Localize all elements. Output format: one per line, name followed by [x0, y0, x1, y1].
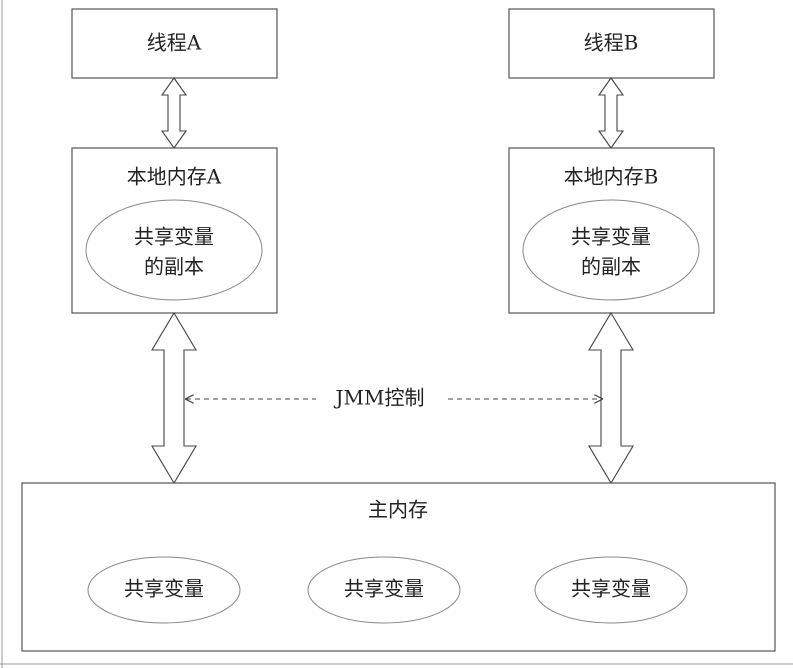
- thread-a-node: 线程A: [71, 8, 278, 79]
- local-memory-a-label: 本地内存A: [127, 165, 222, 189]
- main-shared-variable-ellipse: [307, 556, 461, 624]
- local-memory-a-node: 本地内存A 共享变量 的副本: [71, 147, 278, 314]
- local-memory-a-copy-ellipse: [85, 199, 263, 301]
- thread-b-label: 线程B: [584, 31, 639, 55]
- jmm-control-label: JMM控制: [334, 386, 425, 410]
- local-memory-b-label: 本地内存B: [564, 165, 659, 189]
- local-a-main-arrow: [151, 311, 197, 485]
- thread-a-label: 线程A: [147, 31, 202, 55]
- thread-a-local-arrow: [160, 77, 188, 149]
- local-memory-b-copy-line2: 的副本: [581, 255, 641, 279]
- thread-a-box: [71, 8, 278, 79]
- main-memory-label: 主内存: [368, 498, 428, 522]
- local-memory-a-copy-line1: 共享变量: [134, 225, 214, 249]
- local-memory-b-node: 本地内存B 共享变量 的副本: [508, 147, 715, 314]
- main-shared-variable-1: 共享变量: [124, 577, 204, 601]
- main-shared-variable-3: 共享变量: [571, 577, 651, 601]
- local-memory-b-copy-line1: 共享变量: [571, 225, 651, 249]
- main-shared-variable-2: 共享变量: [344, 577, 424, 601]
- thread-b-local-arrow: [597, 77, 625, 149]
- main-memory-node: 主内存 共享变量 共享变量 共享变量: [21, 482, 776, 652]
- local-b-main-arrow: [588, 311, 634, 485]
- main-shared-variable-ellipse: [87, 556, 241, 624]
- local-memory-a-copy-line2: 的副本: [144, 255, 204, 279]
- main-shared-variable-ellipse: [534, 556, 688, 624]
- thread-b-node: 线程B: [508, 8, 715, 79]
- thread-b-box: [508, 8, 715, 79]
- jmm-control-connector: JMM控制: [186, 386, 602, 410]
- local-memory-b-copy-ellipse: [522, 199, 700, 301]
